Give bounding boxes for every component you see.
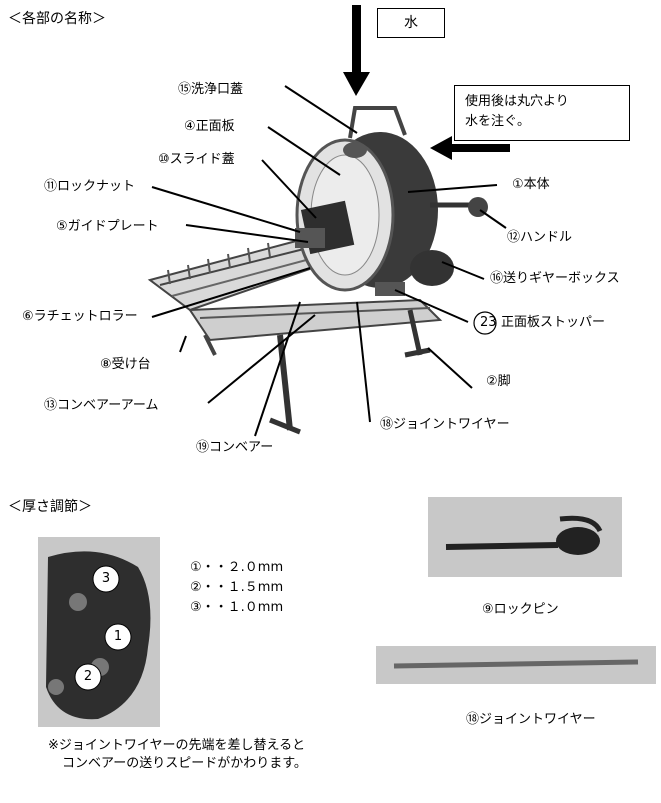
thickness-item-3: ③・・１.０mm bbox=[190, 600, 284, 615]
leader-lines bbox=[151, 85, 507, 437]
inlet-arrow-shaft bbox=[452, 144, 510, 152]
parts-header: ＜各部の名称＞ bbox=[8, 11, 106, 27]
label-feed-gearbox: ⑯送りギヤーボックス bbox=[490, 271, 620, 286]
info-line-1: 使用後は丸穴より bbox=[465, 94, 569, 109]
thickness-dial-photo: 3 1 2 bbox=[38, 537, 160, 727]
thickness-list: ①・・２.０mm ②・・１.５mm ③・・１.０mm bbox=[190, 558, 283, 618]
label-joint-wire: ⑱ジョイントワイヤー bbox=[380, 417, 510, 432]
dial-label-2: 2 bbox=[83, 669, 93, 684]
dial-label-1: 1 bbox=[113, 629, 123, 644]
thickness-dial-art bbox=[46, 551, 151, 720]
water-arrow-shaft bbox=[352, 5, 361, 73]
thickness-item-1: ①・・２.０mm bbox=[190, 560, 284, 575]
label-leg: ②脚 bbox=[486, 374, 511, 389]
thickness-item-2: ②・・１.５mm bbox=[190, 580, 284, 595]
machine-illustration bbox=[147, 5, 510, 437]
label-wash-cap: ⑮洗浄口蓋 bbox=[178, 82, 244, 97]
info-note-box: 使用後は丸穴より 水を注ぐ。 bbox=[454, 85, 630, 141]
thickness-note: ※ジョイントワイヤーの先端を差し替えると コンベアーの送りスピードがかわります。 bbox=[48, 737, 307, 773]
lock-pin-art bbox=[445, 515, 603, 555]
lock-pin-photo bbox=[428, 497, 622, 577]
label-conveyor-arm: ⑬コンベアーアーム bbox=[44, 398, 159, 413]
number-23-circle bbox=[473, 311, 497, 335]
label-front-plate-stopper: 正面板ストッパー bbox=[501, 315, 606, 330]
label-lock-nut: ⑪ロックナット bbox=[44, 179, 136, 194]
water-label-box: 水 bbox=[377, 8, 445, 38]
joint-wire-photo bbox=[376, 646, 656, 684]
label-joint-wire-accessory: ⑱ジョイントワイヤー bbox=[466, 712, 596, 727]
water-arrow-head bbox=[343, 72, 370, 96]
machine-body bbox=[147, 106, 488, 435]
label-guide-plate: ⑤ガイドプレート bbox=[56, 219, 159, 234]
info-line-2: 水を注ぐ。 bbox=[465, 114, 531, 129]
inlet-arrow-head bbox=[430, 136, 452, 160]
label-main-body: ①本体 bbox=[512, 177, 550, 192]
label-slide-cover: ⑩スライド蓋 bbox=[158, 152, 235, 167]
dial-label-3: 3 bbox=[101, 571, 111, 586]
note-line-1: ※ジョイントワイヤーの先端を差し替えると bbox=[48, 738, 306, 753]
joint-wire-art bbox=[393, 659, 639, 669]
label-conveyor: ⑲コンベアー bbox=[196, 440, 274, 455]
thickness-header: ＜厚さ調節＞ bbox=[8, 499, 92, 515]
label-23-number: 23 bbox=[480, 315, 497, 330]
label-handle: ⑫ハンドル bbox=[507, 230, 573, 245]
note-line-2: コンベアーの送りスピードがかわります。 bbox=[62, 756, 307, 771]
label-ratchet-roller: ⑥ラチェットロラー bbox=[22, 309, 138, 324]
label-receiver-stand: ⑧受け台 bbox=[100, 357, 151, 372]
label-lock-pin: ⑨ロックピン bbox=[482, 602, 559, 617]
label-front-plate: ④正面板 bbox=[184, 119, 235, 134]
